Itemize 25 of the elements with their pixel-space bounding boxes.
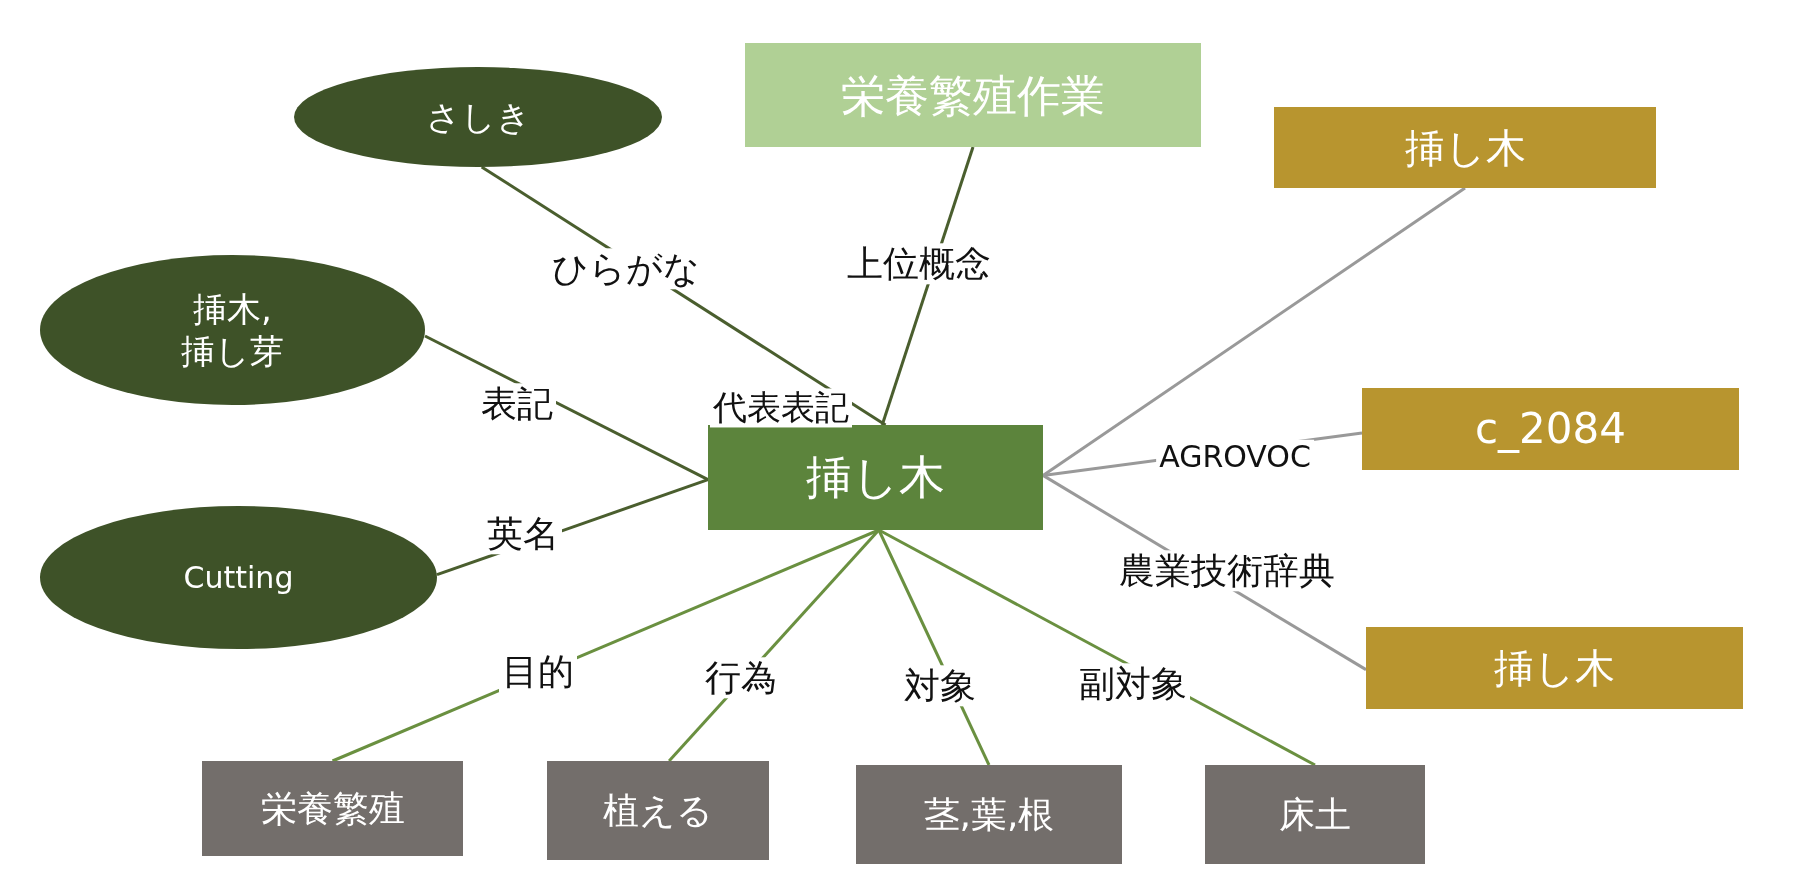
rect-node <box>547 761 769 860</box>
edge-label: 英名 <box>484 513 562 555</box>
rect-node <box>1205 765 1425 864</box>
rect-node <box>856 765 1122 864</box>
rect-node <box>708 425 1043 530</box>
node-text: 植える <box>603 789 713 833</box>
node-text: 栄養繁殖 <box>260 787 405 831</box>
node-text: さしき <box>425 95 531 139</box>
node-text: 栄養繁殖作業 <box>841 68 1105 123</box>
node-text: 挿し木 <box>1404 123 1526 173</box>
node-text: 挿木, 挿し芽 <box>180 287 285 373</box>
node-text: 挿し木 <box>806 448 945 506</box>
rect-node <box>1366 627 1743 709</box>
node-text: 挿し木 <box>1494 644 1615 693</box>
rect-node <box>1274 107 1656 188</box>
rect-node <box>1362 388 1739 470</box>
connector-line <box>424 334 709 481</box>
rect-node <box>202 761 463 856</box>
node-text: Cutting <box>183 558 294 597</box>
node-caption: 代表表記 <box>710 388 852 428</box>
node-text: 茎,葉,根 <box>923 793 1055 837</box>
connector-line <box>1042 186 1466 477</box>
node-text: c_2084 <box>1475 402 1626 455</box>
node-text: 床土 <box>1279 793 1351 837</box>
rect-node <box>745 43 1201 147</box>
